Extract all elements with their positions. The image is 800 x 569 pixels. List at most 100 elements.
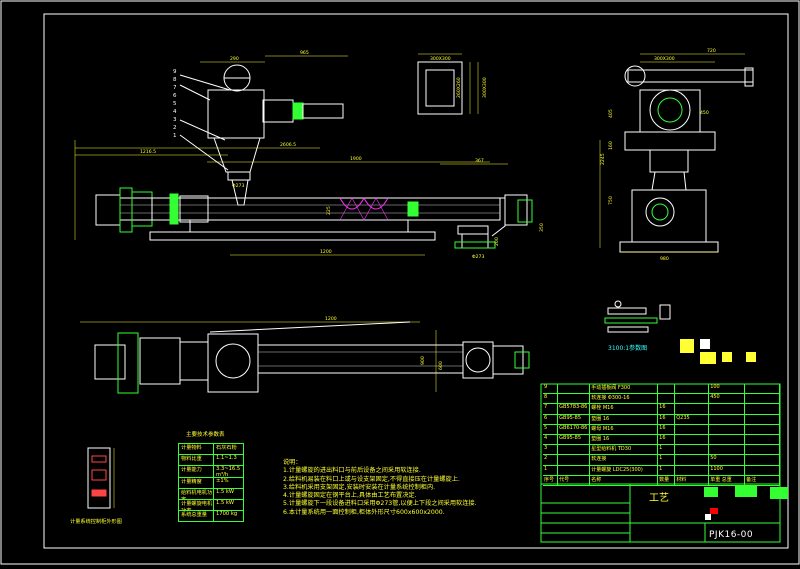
bom-cell: 单重 总重 — [709, 475, 746, 485]
balloon-6: 6 — [173, 93, 177, 99]
param-value: 1.5 kW — [216, 488, 235, 495]
bom-cell — [745, 384, 780, 394]
bom-cell: 2 — [543, 455, 559, 465]
balloon-1: 1 — [173, 133, 177, 139]
cabinet-label: 计量系统控制柜外形图 — [70, 519, 122, 525]
bom-row: 序号代号名称数量材料单重 总重备注 — [543, 475, 780, 486]
bom-cell — [558, 455, 591, 465]
bom-cell: 16 — [658, 434, 676, 445]
bom-cell: 手动插板阀 F300 — [590, 384, 659, 394]
param-key: 给料机电机功率 — [179, 488, 214, 499]
balloon-5: 5 — [173, 101, 177, 107]
dim-side_450: 450 — [700, 110, 709, 116]
bom-cell: GB5783-86 — [558, 404, 591, 414]
technical-notes: 说明： 1.计量螺旋的进出料口与前后设备之间采用软连接.2.给料机易装在料口上或… — [283, 459, 477, 517]
bom-cell: 1 — [658, 465, 676, 475]
color-swatches — [680, 339, 788, 520]
bom-cell: 1 — [658, 455, 676, 465]
param-key: 物料比重 — [179, 455, 214, 466]
dim-side_720: 720 — [707, 48, 716, 54]
dim-side_980: 980 — [660, 256, 669, 262]
title-block-frame — [540, 383, 781, 543]
bom-cell: 100 — [709, 384, 746, 394]
param-key: 系统总重量 — [179, 511, 214, 522]
param-value: 3.3~16.5 m³/h — [216, 466, 241, 477]
dim-side_160: 160 — [608, 141, 614, 150]
bom-cell — [745, 424, 780, 434]
dim-top_2606: 2606.5 — [280, 142, 296, 148]
bom-cell: 6 — [543, 414, 559, 424]
bom-cell — [675, 445, 710, 455]
bom-cell: 16 — [658, 414, 676, 424]
bom-cell: 材料 — [675, 475, 710, 485]
bom-cell — [558, 394, 591, 404]
dim-plan_900: 900 — [420, 356, 426, 365]
balloon-4: 4 — [173, 109, 177, 115]
note-line: 6.本计量系统用一面控制柜,柜体外形尺寸600x600x2000. — [283, 508, 445, 516]
dim-v_200: 200 — [494, 237, 500, 246]
bom-cell — [675, 465, 710, 475]
bom-cell — [658, 384, 676, 394]
bom-cell: 软连接 — [590, 455, 659, 465]
bom-cell — [745, 445, 780, 455]
dim-top_367: 367 — [475, 158, 484, 164]
bom-cell: 名称 — [590, 475, 659, 485]
param-row: 计量精度±1% — [179, 476, 243, 488]
param-row: 给料机电机功率1.5 kW — [179, 487, 243, 499]
balloon-7: 7 — [173, 85, 177, 91]
bom-cell: 5 — [543, 424, 559, 434]
bom-cell — [745, 434, 780, 445]
bom-cell — [675, 384, 710, 394]
dim-side_300: 300X300 — [654, 56, 675, 62]
dim-top_1216: 1216.5 — [140, 149, 156, 155]
bom-cell — [745, 414, 780, 424]
param-row: 计量螺旋电机功率1.5 kW — [179, 498, 243, 511]
dim-top_965: 965 — [300, 50, 309, 56]
bom-cell: 450 — [709, 394, 746, 404]
bom-cell: 1100 — [709, 465, 746, 475]
param-row: 计量物料石灰石粉 — [179, 444, 243, 455]
balloon-3: 3 — [173, 117, 177, 123]
dim-sq_v1: 300X300 — [482, 77, 488, 98]
note-line: 5.计量螺旋下一段设备进料口采用Φ273管,以便上下段之间采用软连接. — [283, 500, 477, 508]
drawing-number: PJK16-00 — [709, 530, 754, 540]
control-cabinet-drawing — [87, 447, 115, 509]
param-value: 1700 kg — [216, 511, 238, 518]
bom-cell: 4 — [543, 434, 559, 445]
bom-cell: 垫圈 16 — [590, 434, 659, 445]
plan-view — [80, 321, 530, 394]
bom-cell: 7 — [543, 404, 559, 414]
bom-cell: 星型给料机 TD30 — [590, 445, 659, 455]
bom-cell — [709, 445, 746, 455]
balloon-2: 2 — [173, 125, 177, 131]
bom-cell — [675, 434, 710, 445]
bom-cell: 9 — [543, 384, 559, 394]
dim-sq_300: 300X300 — [430, 56, 451, 62]
bom-cell: 软连接 Φ300-16 — [590, 394, 659, 404]
bom-cell — [745, 465, 780, 475]
param-key: 计量物料 — [179, 444, 214, 455]
bom-cell: 代号 — [558, 475, 591, 485]
note-line: 3.给料机采用支架固定,安装时安装在计量系统控制柜内. — [283, 483, 436, 491]
notes-title: 说明： — [283, 459, 302, 466]
title-block-name: 工艺 — [649, 493, 669, 504]
small-detail-view — [604, 300, 671, 333]
bom-cell: 8 — [543, 394, 559, 404]
param-key: 计量螺旋电机功率 — [179, 499, 214, 511]
balloon-8: 8 — [173, 77, 177, 83]
bom-cell — [745, 455, 780, 465]
note-line: 4.计量螺旋固定在钢平台上,具体由工艺布置决定. — [283, 492, 417, 500]
bom-cell: 螺栓 M16 — [590, 404, 659, 414]
inner-frame — [43, 13, 789, 549]
